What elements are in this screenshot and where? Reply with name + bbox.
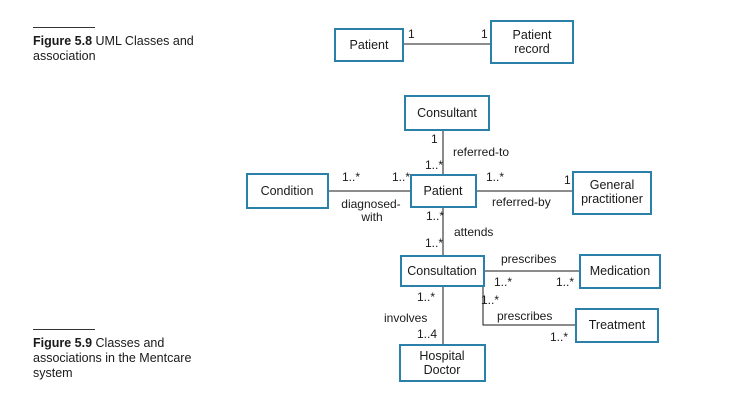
class-name: Medication (590, 264, 650, 278)
multiplicity: 1..* (494, 275, 512, 289)
multiplicity: 1..* (556, 275, 574, 289)
figure-number: Figure 5.9 (33, 336, 93, 350)
class-consultant: Consultant (404, 95, 490, 131)
class-name: Treatment (589, 318, 646, 332)
multiplicity: 1 (481, 27, 488, 41)
multiplicity: 1..* (481, 293, 499, 307)
class-patient-top: Patient (334, 28, 404, 62)
class-hospital-doctor: Hospital Doctor (399, 344, 486, 382)
multiplicity: 1..* (426, 209, 444, 223)
assoc-consultation-treatment (482, 285, 576, 326)
multiplicity: 1..* (392, 170, 410, 184)
assoc-label-diagnosed-with: with (360, 210, 382, 224)
class-name: General (590, 178, 634, 192)
class-name: Patient (513, 28, 552, 42)
assoc-label-prescribes: prescribes (501, 252, 556, 266)
figure-5-8-caption: Figure 5.8 UML Classes and association (33, 27, 198, 64)
class-name: Condition (261, 184, 314, 198)
class-condition: Condition (246, 173, 329, 209)
multiplicity: 1 (408, 27, 415, 41)
multiplicity: 1..* (550, 330, 568, 344)
figure-text: UML Classes and association (33, 34, 194, 63)
multiplicity: 1..* (425, 236, 443, 250)
class-name: Patient (424, 184, 463, 198)
multiplicity: 1 (564, 173, 571, 187)
class-name: Doctor (424, 363, 461, 377)
multiplicity: 1..4 (417, 327, 437, 341)
class-name: Consultation (407, 264, 477, 278)
assoc-label-referred-by: referred-by (492, 195, 551, 209)
assoc-label-prescribes: prescribes (497, 309, 552, 323)
class-name: record (514, 42, 549, 56)
multiplicity: 1..* (342, 170, 360, 184)
figure-text: Classes and associations in the Mentcare… (33, 336, 192, 380)
class-consultation: Consultation (400, 255, 485, 287)
assoc-label-attends: attends (454, 225, 493, 239)
multiplicity: 1..* (486, 170, 504, 184)
multiplicity: 1 (431, 132, 438, 146)
class-patient: Patient (410, 174, 477, 208)
figure-5-9-caption: Figure 5.9 Classes and associations in t… (33, 329, 198, 381)
caption-rule (33, 27, 95, 28)
caption-rule (33, 329, 95, 330)
figure-number: Figure 5.8 (33, 34, 93, 48)
class-name: Hospital (419, 349, 464, 363)
multiplicity: 1..* (425, 158, 443, 172)
class-medication: Medication (579, 254, 661, 289)
class-treatment: Treatment (575, 308, 659, 343)
class-general-practitioner: General practitioner (572, 171, 652, 215)
class-name: practitioner (581, 192, 643, 206)
assoc-label-referred-to: referred-to (453, 145, 509, 159)
multiplicity: 1..* (417, 290, 435, 304)
assoc-label-diagnosed-with: diagnosed- (341, 197, 400, 211)
assoc-label-involves: involves (384, 311, 427, 325)
class-name: Consultant (417, 106, 477, 120)
class-patient-record: Patient record (490, 20, 574, 64)
class-name: Patient (350, 38, 389, 52)
